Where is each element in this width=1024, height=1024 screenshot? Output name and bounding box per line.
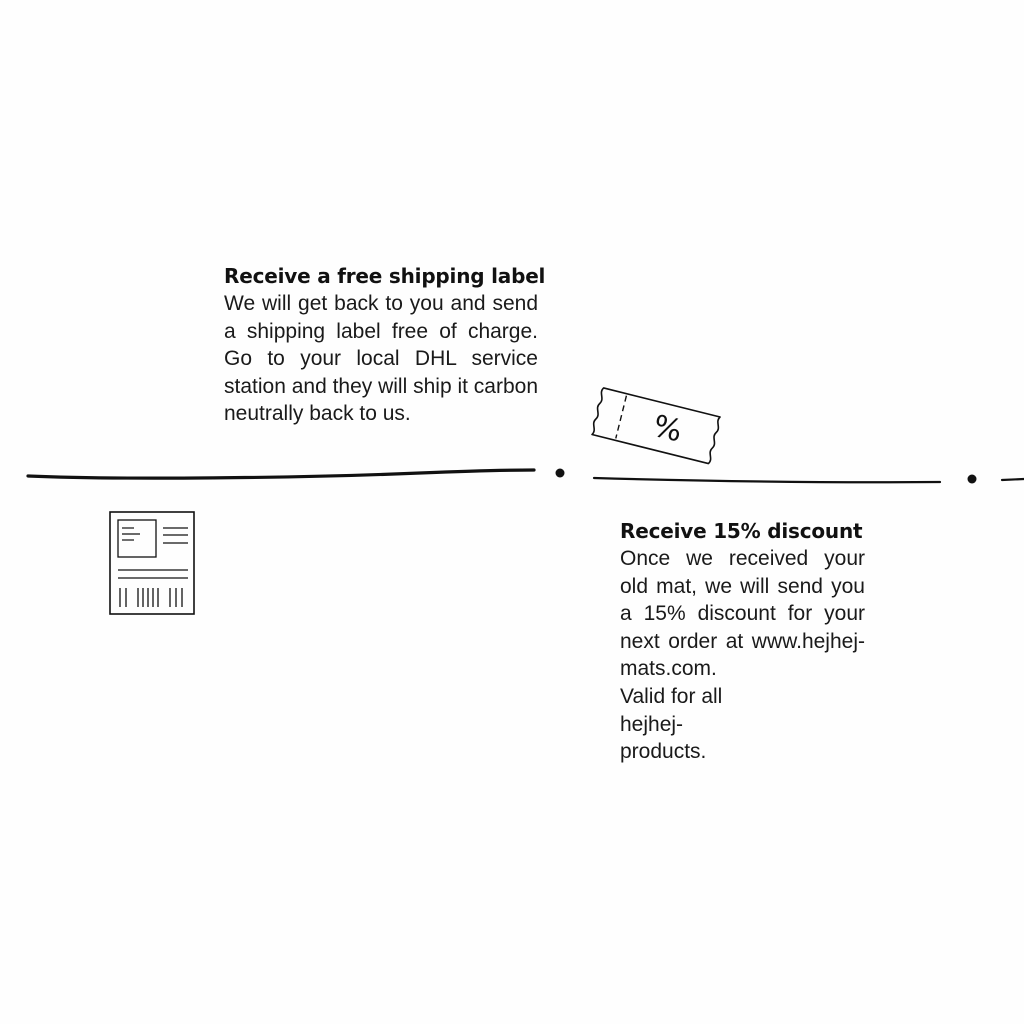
percent-symbol: % [649, 409, 685, 450]
step-discount: Receive 15% discount Once we received yo… [620, 517, 865, 766]
step-description: We will get back to you and send a shipp… [224, 292, 539, 426]
step-title: Receive 15% discount [620, 519, 863, 543]
timeline-segment-1 [26, 468, 536, 480]
discount-coupon-icon: % [591, 387, 721, 465]
timeline-segment-3 [1000, 477, 1024, 482]
step-description: Once we received your old mat, we will s… [620, 545, 865, 766]
step-description-tail: Valid for all hejhej-products. [620, 684, 723, 764]
timeline-dot-2 [967, 474, 977, 484]
shipping-label-icon [109, 511, 195, 615]
timeline-dot-1 [555, 468, 565, 478]
timeline-segment-2 [592, 476, 942, 484]
step-free-shipping-label: Receive a free shipping label We will ge… [224, 262, 546, 428]
step-description-main: Once we received your old mat, we will s… [620, 547, 865, 681]
timeline [26, 468, 1024, 484]
step-title: Receive a free shipping label [224, 264, 546, 288]
